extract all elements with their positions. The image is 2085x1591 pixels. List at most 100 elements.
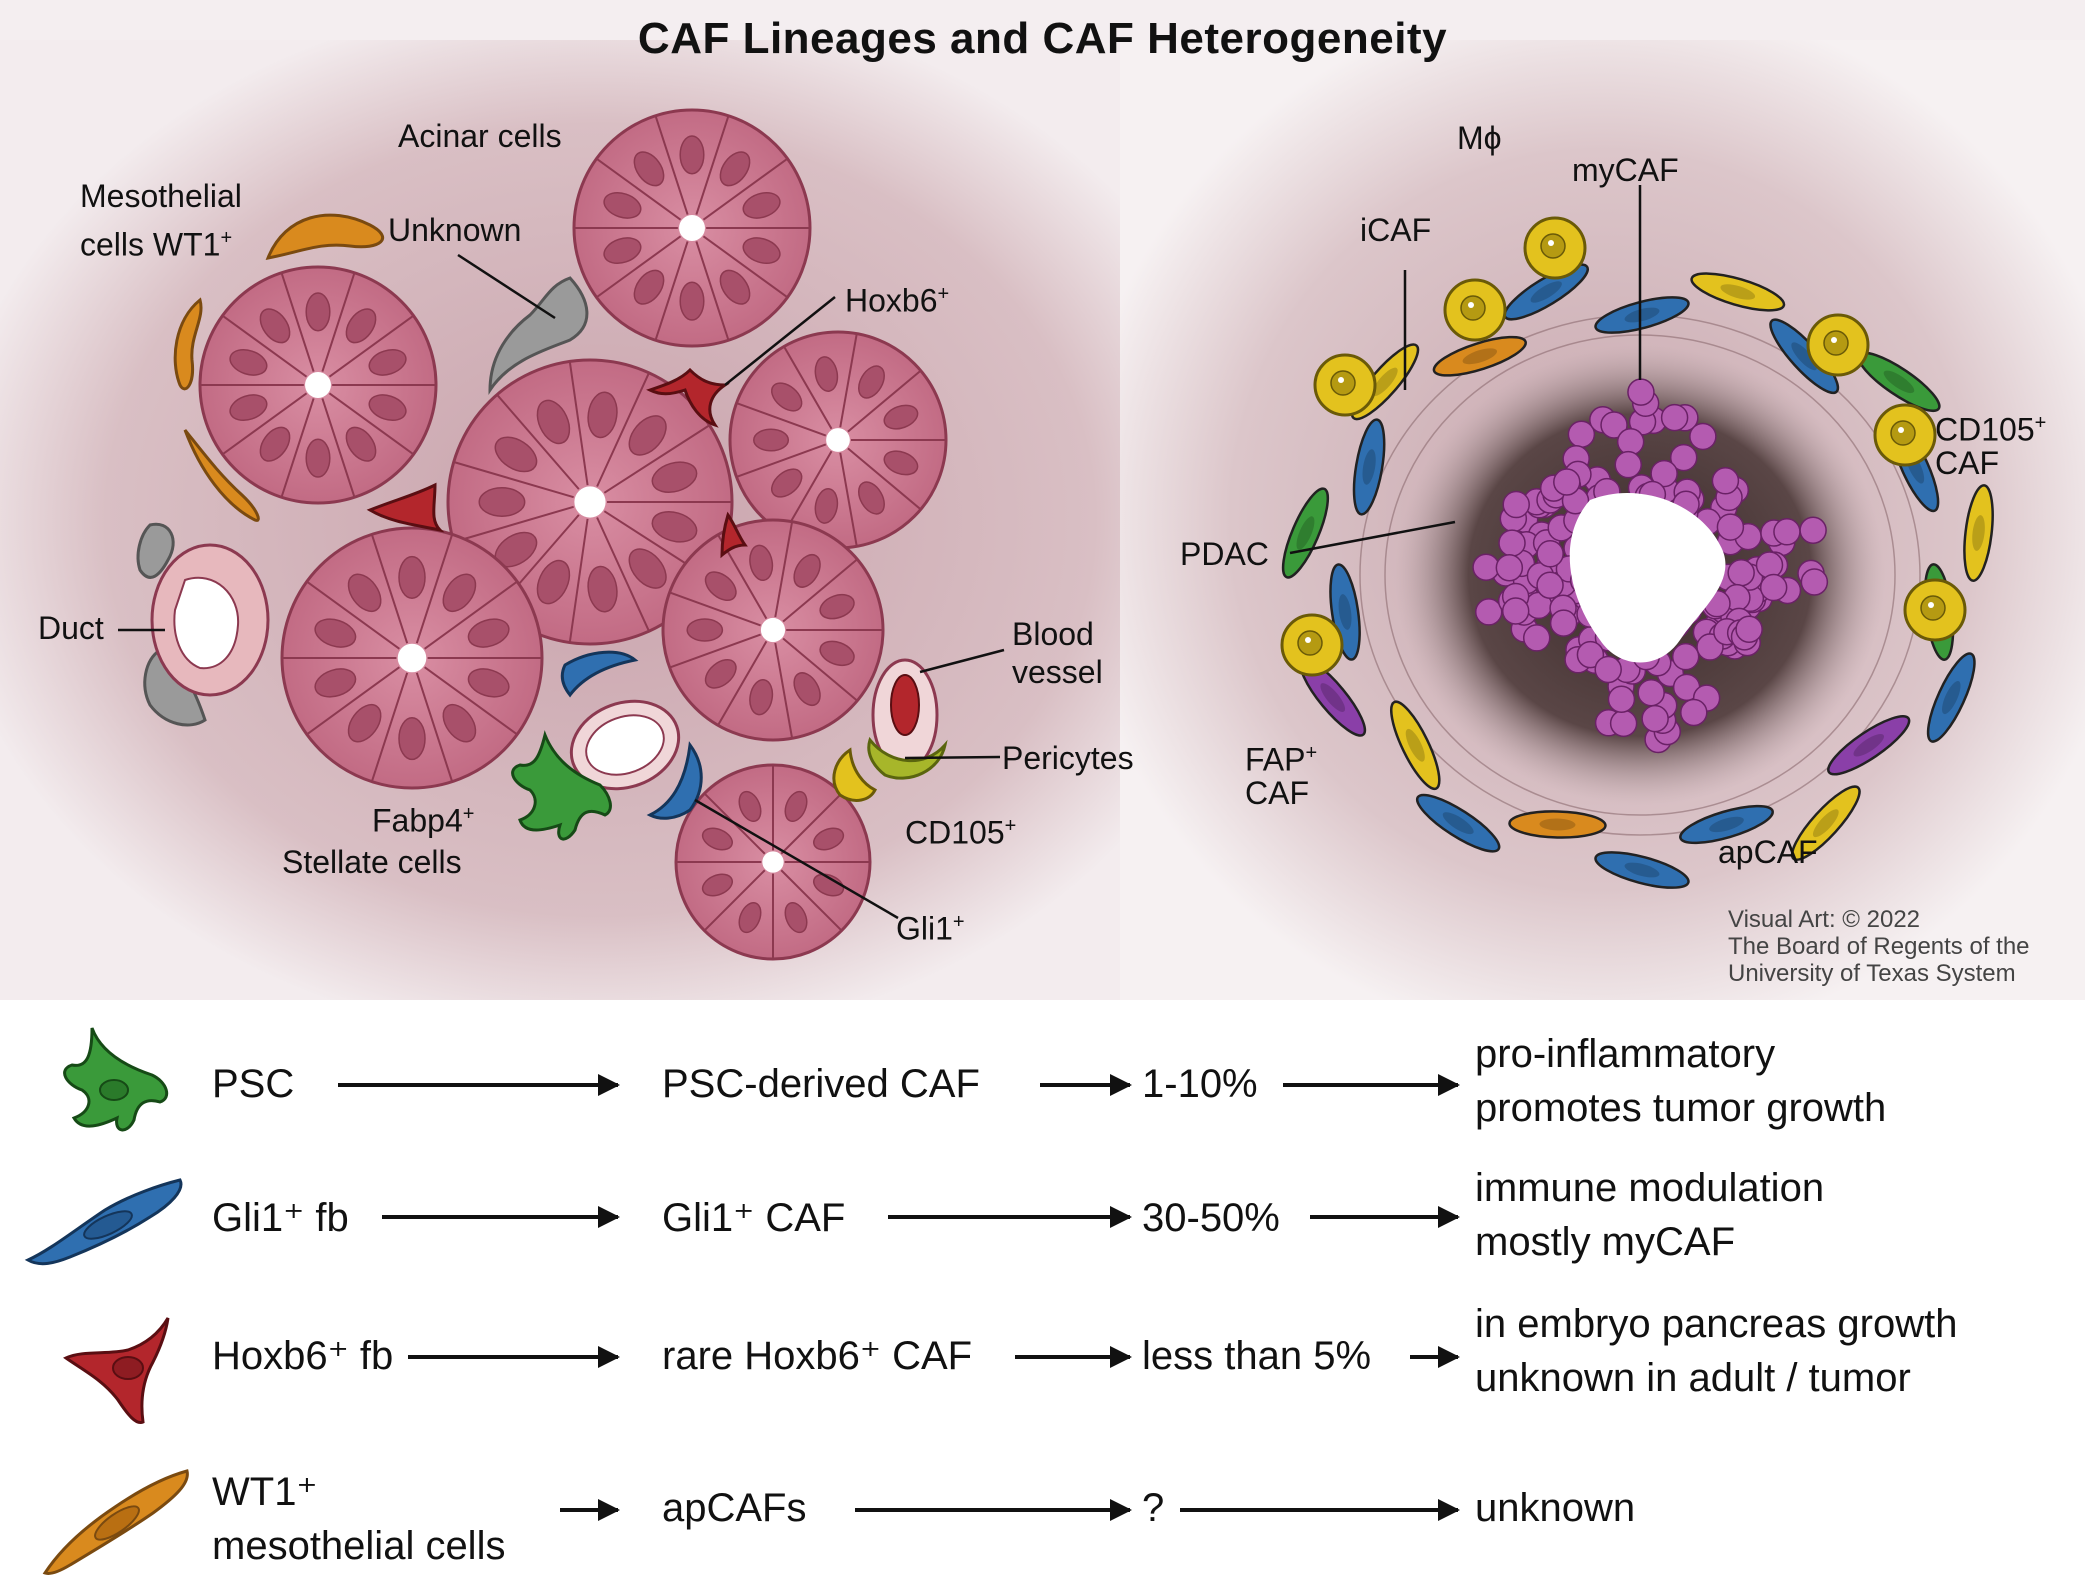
tumor-cell	[1594, 655, 1622, 684]
caf-nucleus	[1709, 816, 1744, 833]
caf-nucleus	[1883, 370, 1915, 394]
acinus	[446, 358, 734, 646]
lineage-2-percent: 30-50%	[1142, 1196, 1280, 1240]
caf-cell	[1926, 652, 1976, 743]
label-acinar-cells: Acinar cells	[398, 118, 562, 154]
hoxb6-cell	[720, 511, 748, 559]
tumor-cell	[1759, 573, 1788, 602]
illustration-panel	[0, 0, 2085, 1000]
tumor-cell	[1600, 411, 1628, 439]
label-cd105-left: CD105+	[905, 814, 1017, 851]
label-cd105-caf-line2: CAF	[1935, 445, 1999, 481]
tumor-cell	[1627, 378, 1655, 406]
caf-nucleus	[1530, 281, 1562, 303]
tumor-cell	[1773, 518, 1801, 546]
caf-cell	[1352, 418, 1386, 516]
lineage-3-source: Hoxb6⁺ fb	[212, 1334, 394, 1378]
lineage-4-role-line1: unknown	[1475, 1486, 1636, 1530]
label-stellate: Stellate cells	[282, 844, 462, 880]
tumor-cell	[1472, 553, 1500, 582]
tumor-cell	[1637, 678, 1665, 707]
hoxb6-fibroblast-icon	[63, 1317, 170, 1425]
macrophage-nucleus	[1330, 370, 1356, 396]
tumor-cell	[1576, 640, 1605, 669]
tumor-cell	[1800, 568, 1829, 596]
caf-nucleus	[1942, 680, 1961, 715]
red-blood-cell	[890, 674, 920, 736]
tumor-cell	[1735, 615, 1763, 644]
arrow	[1283, 1074, 1460, 1096]
tumor-cell	[1669, 443, 1698, 472]
caf-cell	[1594, 851, 1690, 889]
tumor-cell	[1727, 559, 1755, 587]
label-fap-line1: FAP+	[1245, 741, 1318, 778]
caf-cell	[1415, 793, 1501, 853]
macrophage-nucleus	[1540, 233, 1566, 259]
tumor-cell	[1522, 624, 1551, 652]
label-mesothelial-line1: Mesothelial	[80, 178, 242, 214]
tumor-cell	[1660, 403, 1689, 432]
cd105-cell	[832, 747, 878, 802]
tumor-cell	[1680, 698, 1708, 727]
tumor-cell	[1501, 597, 1530, 625]
arrow	[1310, 1206, 1460, 1228]
label-blood-line1: Blood	[1012, 616, 1094, 652]
caf-nucleus	[1442, 812, 1474, 835]
mesothelial-cell	[183, 429, 260, 522]
caf-nucleus	[1791, 342, 1818, 371]
label-apcaf: apCAF	[1718, 834, 1818, 870]
psc-cell-icon	[63, 1027, 169, 1132]
caf-nucleus	[1720, 284, 1756, 300]
lineage-4-percent: ?	[1142, 1486, 1165, 1530]
lineage-1-derived: PSC-derived CAF	[662, 1062, 980, 1106]
lineage-1-percent: 1-10%	[1142, 1062, 1258, 1106]
arrow	[888, 1206, 1132, 1228]
label-pericytes: Pericytes	[1002, 740, 1134, 776]
tumor-cell	[1536, 540, 1564, 568]
vessel-lumen	[585, 714, 665, 776]
lineage-4-source-line2: mesothelial cells	[212, 1524, 506, 1568]
tumor-cell	[1502, 490, 1530, 519]
caf-nucleus	[1812, 809, 1839, 838]
lineage-4-source-line1: WT1⁺	[212, 1470, 318, 1514]
lineage-2-source: Gli1⁺ fb	[212, 1196, 349, 1240]
tumor-cell	[1498, 529, 1526, 557]
tumor-cell	[1671, 642, 1700, 671]
caf-nucleus	[1462, 348, 1498, 365]
lineage-1-role-line2: promotes tumor growth	[1475, 1086, 1887, 1130]
leader-lines	[118, 185, 1642, 920]
lineage-3-percent: less than 5%	[1142, 1334, 1372, 1378]
tumor-panel	[1281, 263, 1994, 889]
tumor-cell	[1711, 467, 1740, 495]
lineage-2-derived: Gli1⁺ CAF	[662, 1196, 846, 1240]
caf-cell	[1390, 700, 1441, 791]
tumor-cell	[1549, 609, 1578, 637]
caf-cell	[1281, 487, 1330, 579]
acinus	[572, 108, 812, 348]
tumor-cell	[1799, 516, 1827, 544]
tumor-cell	[1641, 704, 1669, 733]
caf-cell	[1690, 272, 1786, 312]
duct-lumen	[173, 576, 240, 670]
macrophage-nucleus	[1460, 295, 1486, 321]
caf-cell	[1679, 804, 1774, 845]
pericyte	[867, 736, 948, 780]
acinus	[728, 330, 948, 550]
label-mycaf: myCAF	[1572, 152, 1679, 188]
macrophage-nucleus	[1297, 630, 1323, 656]
credit-line: The Board of Regents of the	[1728, 933, 2030, 960]
tumor-cell	[1474, 598, 1503, 626]
tumor-cell	[1650, 459, 1678, 488]
gli1-cell	[560, 650, 639, 698]
tumor-cell	[1607, 685, 1636, 713]
figure-title: CAF Lineages and CAF Heterogeneity	[637, 14, 1448, 63]
tumor-cell	[1689, 422, 1717, 451]
hoxb6-cell	[366, 482, 445, 533]
arrow	[560, 1499, 620, 1521]
credit-line: Visual Art: © 2022	[1728, 906, 1921, 933]
label-fabp4: Fabp4+	[372, 802, 475, 839]
caf-nucleus	[1296, 516, 1315, 550]
caf-cell	[1594, 296, 1690, 334]
arrow	[408, 1346, 620, 1368]
caf-ring	[1281, 263, 1994, 889]
